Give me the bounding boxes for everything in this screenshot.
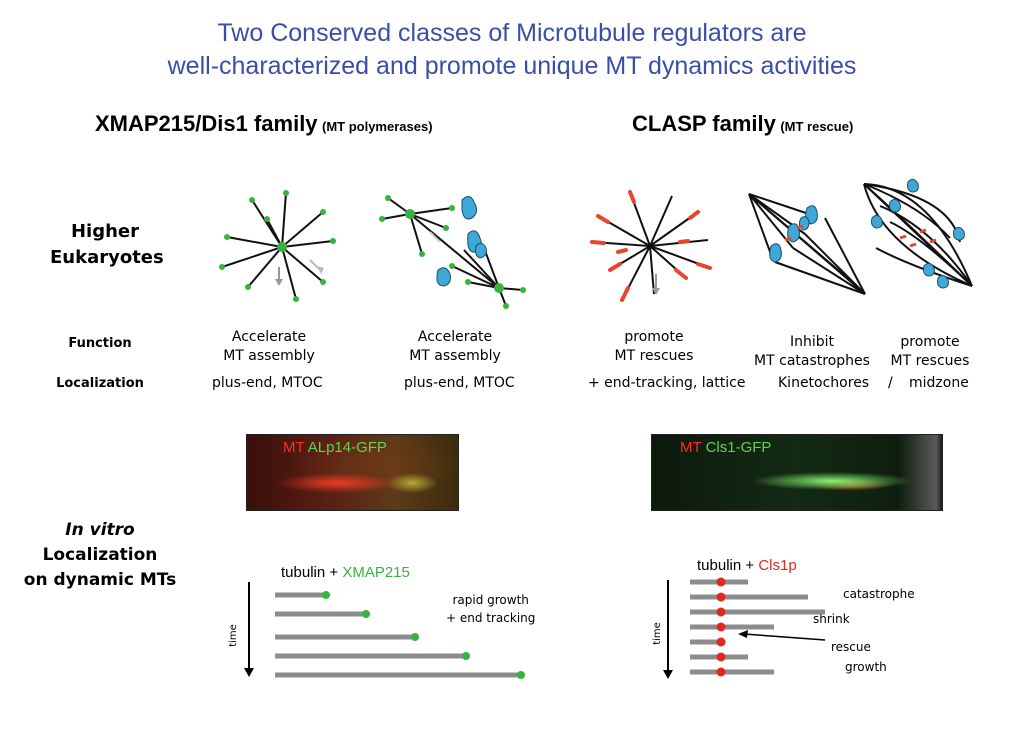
rescue-pointer-line [743,633,826,641]
function-3-line1: promote [624,329,684,345]
xmap-annotation-line2: + end tracking [446,611,536,625]
function-1: Accelerate MT assembly [199,328,339,366]
cls1-time-arrowhead [663,670,673,679]
kinetochore-red-marks [784,224,804,242]
cls1-micrograph-protein-label: Cls1-GFP [705,439,772,456]
xmap-micrograph: MT ALp14-GFP [246,434,459,511]
localization-6: midzone [909,375,969,391]
left-family-name: XMAP215/Dis1 family [95,111,318,136]
midzone-red-marks [899,228,937,248]
cls1-assay-label: tubulin + Cls1p [697,557,797,574]
cls1-assay-protein: Cls1p [758,557,797,574]
xmap-assay-annotation: rapid growth + end tracking [446,591,535,627]
function-2-line1: Accelerate [417,329,493,345]
growth-arrows [275,259,324,286]
localization-label: Localization [56,376,144,391]
cls1-protein-dot [716,577,726,587]
xmap-assay-protein: XMAP215 [342,564,410,581]
localization-3: + end-tracking, lattice [588,375,746,391]
function-3: promote MT rescues [584,328,724,366]
aster-microtubules [221,192,334,300]
xmap-spindle-diagram [379,195,526,309]
localization-2: plus-end, MTOC [404,375,515,391]
xmap-time-arrowhead [244,668,254,677]
xmap-micrograph-mt-label: MT [283,439,305,456]
xmap-time-label: time [227,624,239,647]
cls1-assay-prefix: tubulin + [697,557,755,574]
clasp-red-segments [590,190,712,302]
xmap-plus-end-dot [411,633,419,641]
xmap-assay-label: tubulin + XMAP215 [281,564,410,581]
xmap-plus-end-dot [322,591,330,599]
slide-title-line1: Two Conserved classes of Microtubule reg… [217,19,807,47]
midzone-clasp-proteins [871,178,965,289]
cls1-micrograph-label: MT Cls1-GFP [680,439,771,456]
shrink-annotation: shrink [813,612,850,626]
xmap-time-course [244,582,525,679]
cls1-micrograph-mt-label: MT [680,439,702,456]
xmap-plus-end-dot [362,610,370,618]
rescue-annotation: rescue [831,640,871,654]
xmap-micrograph-protein-label: ALp14-GFP [307,439,387,456]
spindle-microtubules [381,197,524,307]
localization-1: plus-end, MTOC [212,375,323,391]
spindle-plus-ends [379,195,526,309]
function-1-line2: MT assembly [223,348,315,364]
in-vitro-label: In vitro Localization on dynamic MTs [10,518,190,593]
cls1-protein-dot [716,607,726,617]
clasp-aster-microtubules [591,191,711,301]
left-family-note: (MT polymerases) [322,119,433,134]
function-label: Function [68,336,132,351]
xmap-plus-end-dot [462,652,470,660]
right-family-name: CLASP family [632,111,776,136]
right-family-header: CLASP family (MT rescue) [632,111,853,137]
catastrophe-annotation: catastrophe [843,587,915,601]
function-4-line1: Inhibit [789,334,835,350]
xmap-assay-prefix: tubulin + [281,564,339,581]
higher-label-line2: Eukaryotes [50,247,164,268]
plus-end-markers [219,190,336,302]
function-2-line2: MT assembly [409,348,501,364]
localization-5: / [888,375,893,391]
clasp-aster-diagram [590,190,712,302]
right-family-note: (MT rescue) [780,119,854,134]
function-5-line2: MT rescues [890,353,970,369]
function-4-line2: MT catastrophes [754,353,870,369]
clasp-midzone-diagram [863,178,973,289]
cls1-protein-dot [716,637,726,647]
growth-annotation: growth [845,660,887,674]
in-vitro-label-line3: on dynamic MTs [23,570,177,590]
function-5: promote MT rescues [880,333,980,371]
cls1-protein-dot [716,667,726,677]
function-2: Accelerate MT assembly [385,328,525,366]
localization-4: Kinetochores [778,375,870,391]
clasp-kinetochore-diagram [748,193,866,295]
cls1-protein-dot [716,592,726,602]
cls1-protein-dot [716,622,726,632]
function-3-line2: MT rescues [614,348,694,364]
higher-label-line1: Higher [70,221,140,242]
slide-title-line2: well-characterized and promote unique MT… [167,52,857,80]
function-1-line1: Accelerate [231,329,307,345]
xmap-annotation-line1: rapid growth [452,593,529,607]
left-family-header: XMAP215/Dis1 family (MT polymerases) [95,111,433,137]
xmap-micrograph-label: MT ALp14-GFP [283,439,387,456]
rescue-pointer-arrowhead [738,630,748,638]
in-vitro-label-line2: Localization [42,545,158,565]
function-4: Inhibit MT catastrophes [747,333,877,371]
xmap215-proteins [436,196,487,287]
in-vitro-label-line1: In vitro [65,520,135,540]
function-5-line1: promote [900,334,960,350]
cls1-protein-dot [716,652,726,662]
xmap-plus-end-dot [517,671,525,679]
cls1-time-course [663,577,826,679]
cls1-micrograph: MT Cls1-GFP [651,434,943,511]
higher-eukaryotes-label: Higher Eukaryotes [50,219,164,271]
xmap-aster-diagram [219,190,336,302]
